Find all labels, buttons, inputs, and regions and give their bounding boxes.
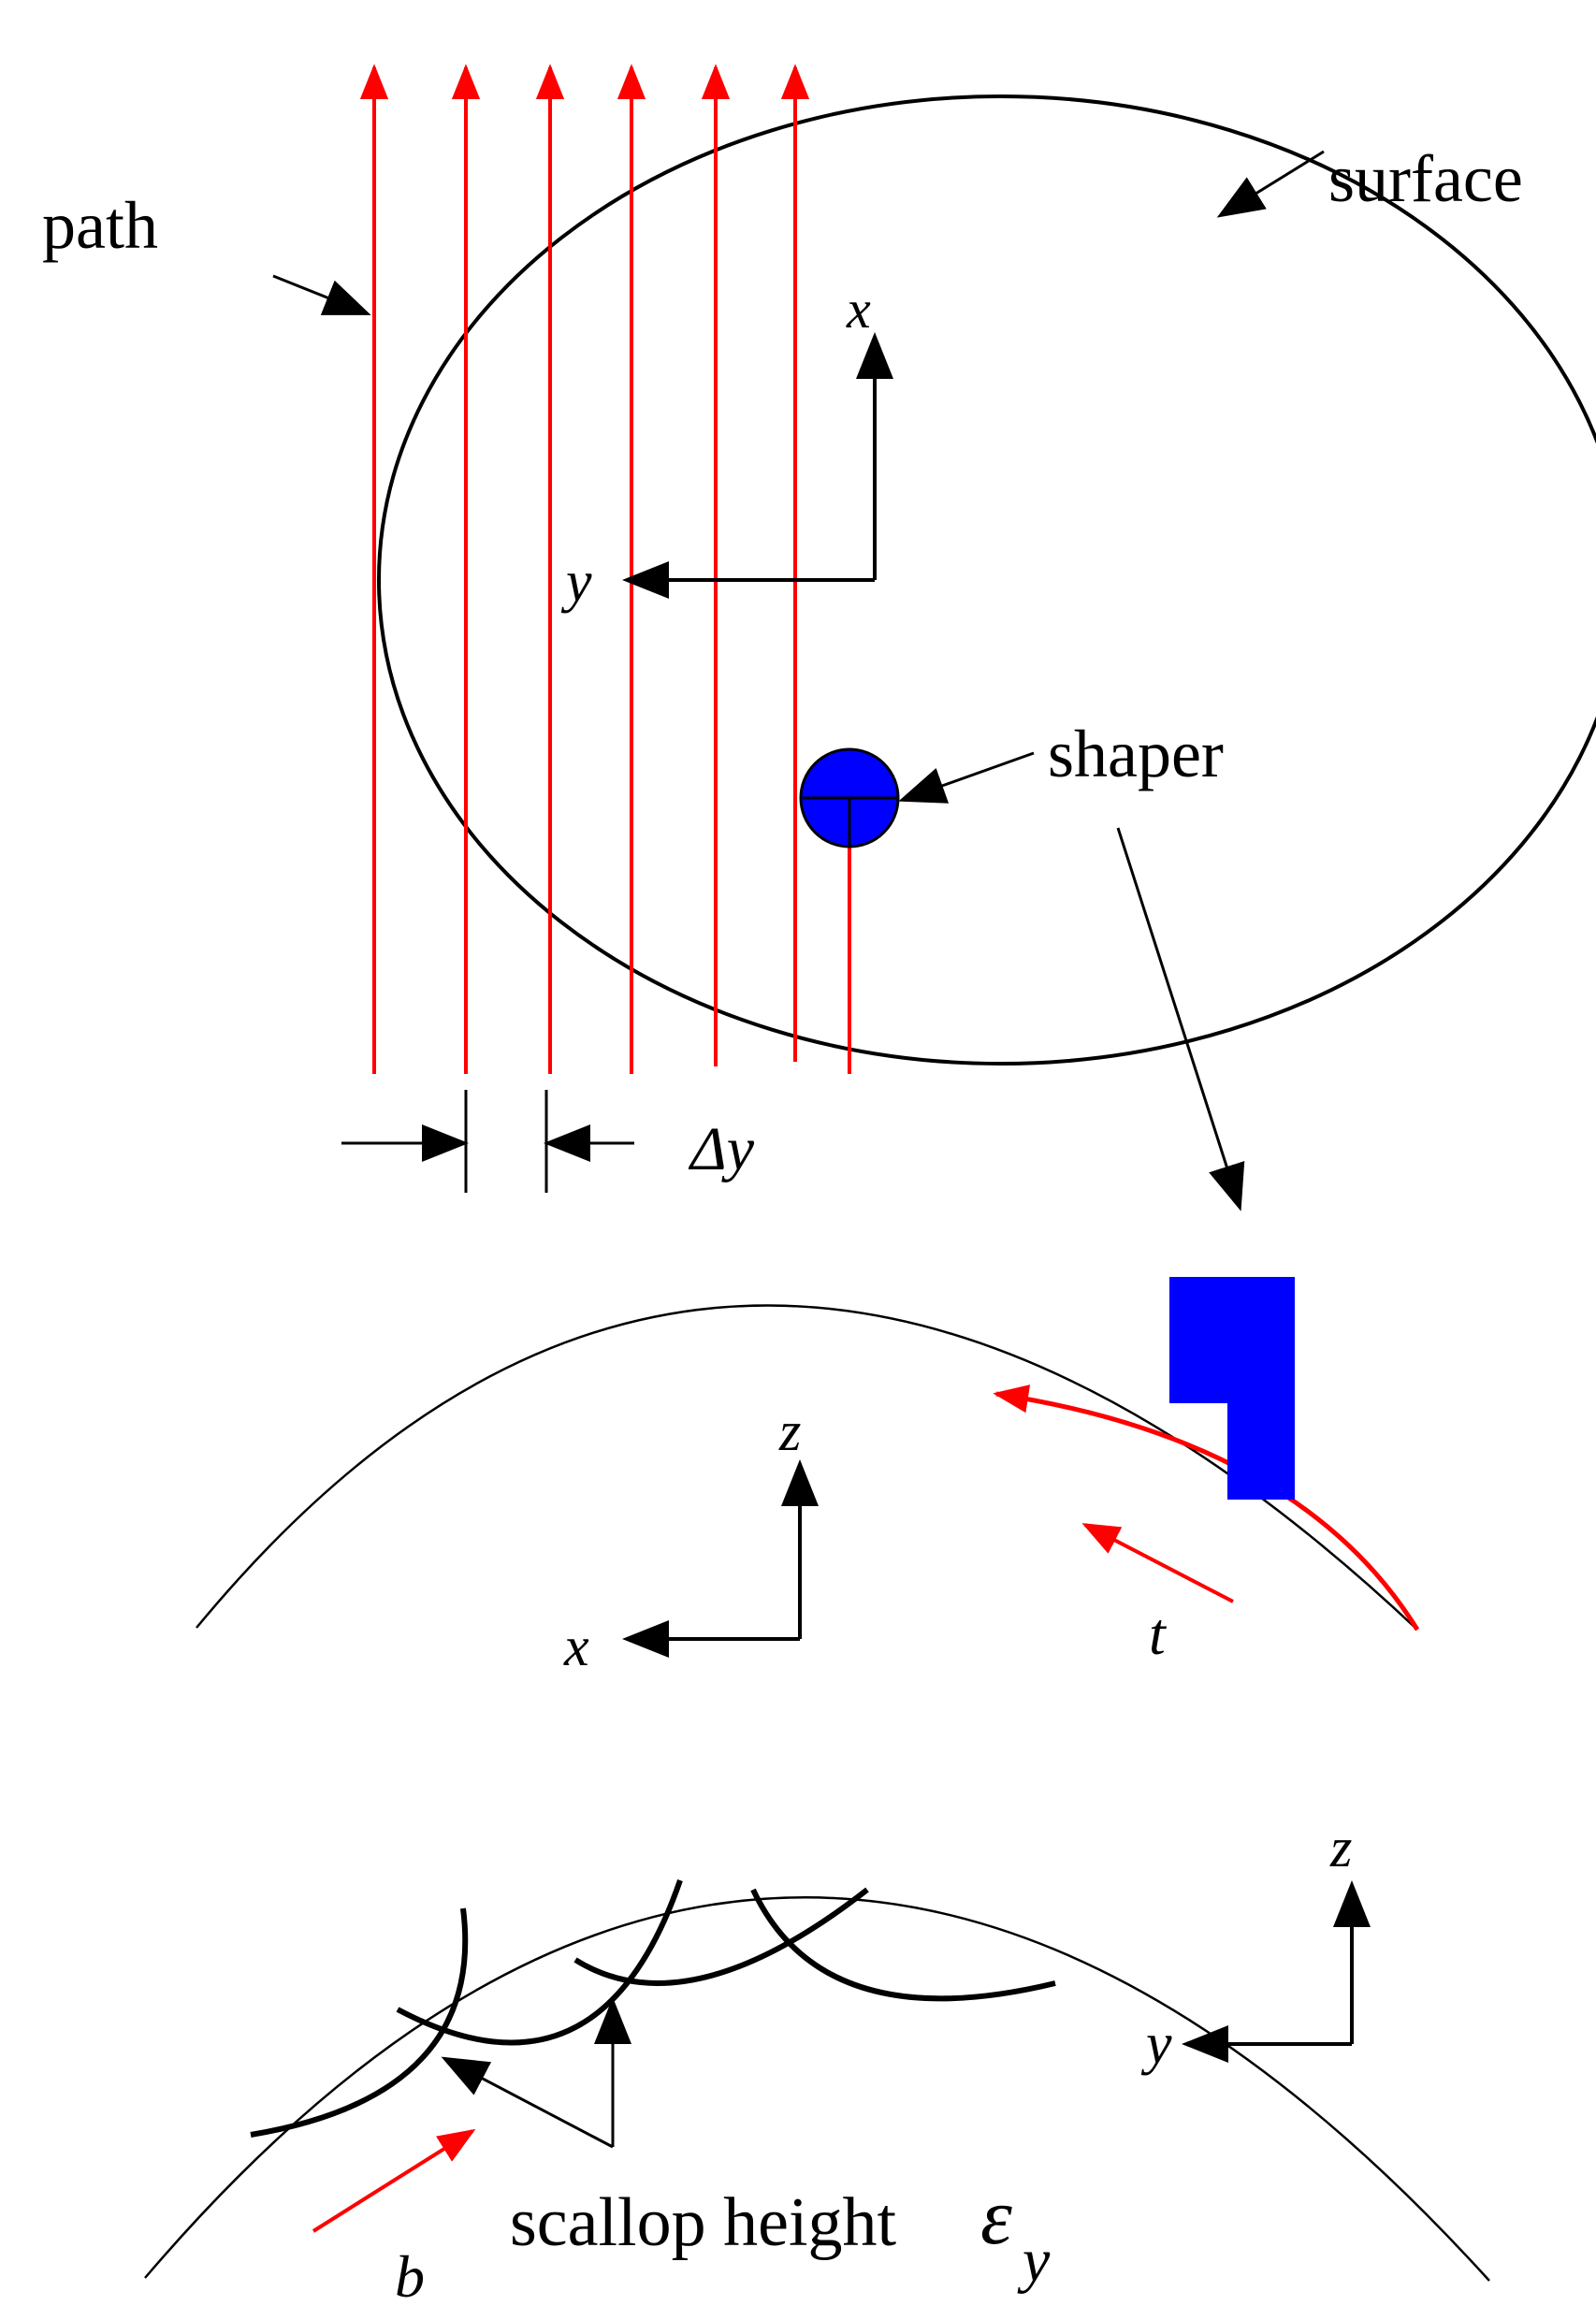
axis-y-label: y — [1140, 2012, 1172, 2076]
surface-profile-crossfeed — [144, 1896, 1490, 2282]
scallop-arc — [396, 1879, 683, 2046]
tangent-label: t — [1149, 1601, 1168, 1667]
tangent-vector — [1081, 1523, 1234, 1603]
shaper-label: shaper — [1048, 717, 1224, 791]
scallop-height-label: scallop height — [510, 2184, 897, 2261]
axis-x-label: x — [846, 279, 871, 340]
surface-profile-feed — [196, 1304, 1418, 1631]
tool-paths — [359, 64, 851, 1074]
scallop-height-pointers — [441, 1997, 631, 2149]
scallop-arcs — [250, 1879, 1056, 2138]
delta-y-label: Δy — [688, 1115, 755, 1183]
crossfeed-section-view: scallop height ε y b z y — [144, 1817, 1490, 2310]
surface-circle — [377, 94, 1596, 1066]
scallop-arc — [250, 1907, 469, 2138]
shaper-tool-top — [799, 747, 900, 848]
surface-pointer-arrow — [1216, 150, 1325, 218]
shaper-pointer-arrow — [898, 751, 1035, 804]
axis-z-label: z — [778, 1400, 801, 1462]
zoom-pointer-arrow — [1116, 827, 1245, 1211]
crossfeed-axes — [1182, 1880, 1371, 2063]
path-label: path — [42, 188, 158, 263]
axis-y-label: y — [560, 550, 592, 614]
binormal-label: b — [395, 2243, 425, 2310]
scallop-arc — [573, 1887, 869, 1986]
plan-axes — [622, 332, 893, 599]
path-pointer-arrow — [272, 274, 371, 315]
step-over-dimension — [341, 1090, 634, 1193]
scallop-arc — [750, 1888, 1056, 2002]
feed-section-view: z x t — [196, 1277, 1420, 1677]
epsilon-subscript: y — [1017, 2226, 1051, 2295]
cut-path-arc — [993, 1385, 1420, 1631]
surface-label: surface — [1328, 141, 1523, 216]
binormal-vector — [312, 2128, 476, 2233]
axis-x-label: x — [563, 1616, 589, 1677]
feed-axes — [622, 1459, 819, 1658]
shaper-tool-side — [1169, 1277, 1295, 1500]
axis-z-label: z — [1329, 1817, 1352, 1878]
epsilon-label: ε — [980, 2171, 1012, 2261]
plan-view: x y path surface shaper Δy — [42, 64, 1596, 1211]
